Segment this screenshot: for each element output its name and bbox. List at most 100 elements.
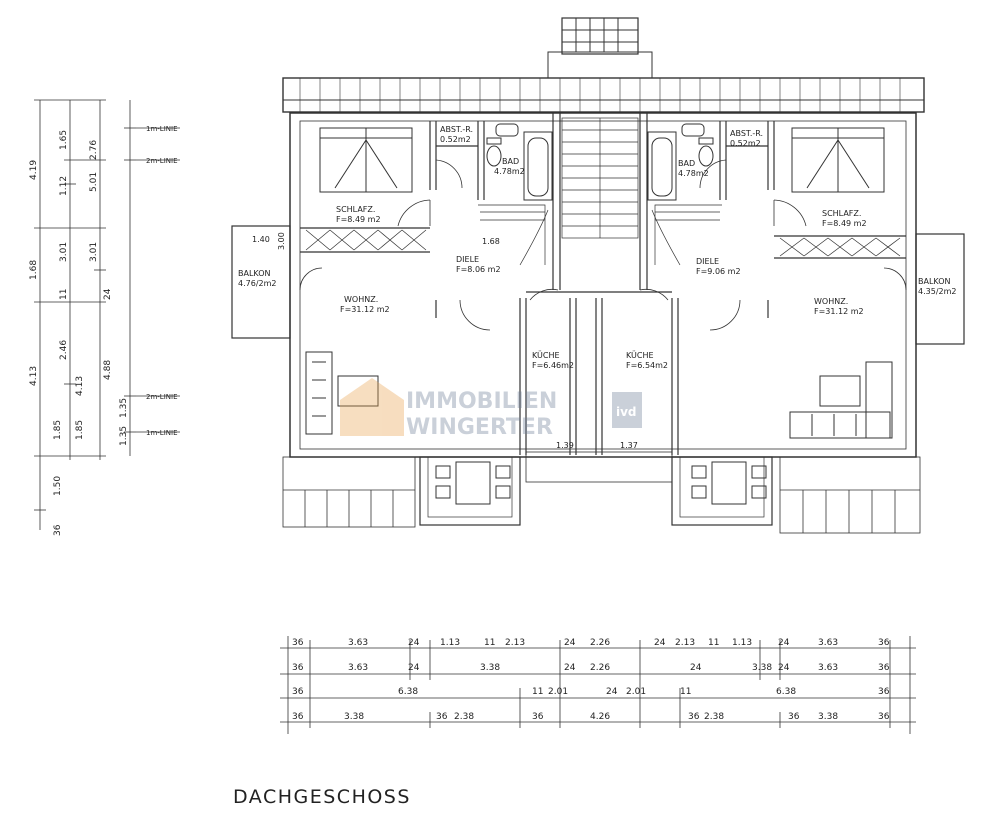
dim-bottom-row1-4: 11 <box>484 638 495 648</box>
bed-left <box>319 127 413 193</box>
left-dimension-labels: 4.19 1.68 4.13 1.85 1.50 36 1.65 1.12 3.… <box>29 125 178 536</box>
eave-lower-middle <box>525 451 673 483</box>
room-kueche-right-name: KÜCHE <box>626 350 654 360</box>
dim-bottom-row2-3: 3.38 <box>480 663 500 673</box>
dim-bottom-row4-7: 2.38 <box>704 712 724 722</box>
dim-left-col3-4: 4.88 <box>103 360 113 380</box>
dim-bottom-row2-7: 3.38 <box>752 663 772 673</box>
room-schlafz-left-name: SCHLAFZ. <box>336 205 375 214</box>
dormer-left <box>419 456 521 526</box>
label-3-00: 3.00 <box>277 232 286 250</box>
line-label-0: 1m-LINIE <box>146 125 178 133</box>
bathtub-right <box>647 131 677 201</box>
room-diele-right-name: DIELE <box>696 257 719 266</box>
room-wohnz-right-area: F=31.12 m2 <box>814 307 864 316</box>
room-bad-right-area: 4.78m2 <box>678 169 709 178</box>
dim-bottom-row2-9: 3.63 <box>818 663 838 673</box>
room-balkon-right-area: 4.35/2m2 <box>918 287 956 296</box>
dim-bottom-row1-5: 2.13 <box>505 638 525 648</box>
dim-bottom-row2-10: 36 <box>878 663 890 673</box>
dim-left-col1-2: 4.13 <box>29 366 39 386</box>
dim-left-col2-1: 1.12 <box>59 176 69 196</box>
dining-table-left <box>435 461 511 505</box>
dim-bottom-row1-7: 2.26 <box>590 638 610 648</box>
dim-left-col3-3: 24 <box>103 288 113 300</box>
bathtub-left <box>523 131 553 201</box>
door-swings <box>299 159 907 331</box>
dim-left-col3-6: 1.35 <box>119 426 129 446</box>
dim-bottom-row4-8: 36 <box>788 712 800 722</box>
label-1-68: 1.68 <box>482 237 500 246</box>
dim-bottom-row2-8: 24 <box>778 663 790 673</box>
dim-bottom-row4-1: 3.38 <box>344 712 364 722</box>
dim-left-col2-2: 3.01 <box>59 242 69 262</box>
eave-lower-left <box>282 456 416 528</box>
room-balkon-right-name: BALKON <box>918 277 951 286</box>
dim-bottom-row4-5: 4.26 <box>590 712 610 722</box>
room-kueche-right-area: F=6.54m2 <box>626 361 668 370</box>
eave-lower-right <box>779 456 921 534</box>
room-wohnz-right-name: WOHNZ. <box>814 297 848 306</box>
room-schlafz-right-name: SCHLAFZ. <box>822 209 861 218</box>
wardrobe-right <box>779 237 901 257</box>
dim-bottom-row3-4: 24 <box>606 687 618 697</box>
sofa-left <box>305 351 379 435</box>
room-kueche-left-name: KÜCHE <box>532 350 560 360</box>
dim-bottom-row3-0: 36 <box>292 687 304 697</box>
sofa-right <box>789 361 893 439</box>
dim-bottom-row4-2: 36 <box>436 712 448 722</box>
line-label-2: 2m-LINIE <box>146 393 178 401</box>
bed-right <box>791 127 885 193</box>
dim-bottom-row3-8: 36 <box>878 687 890 697</box>
dormer-right <box>671 456 773 526</box>
dim-bottom-row4-9: 3.38 <box>818 712 838 722</box>
dim-bottom-row1-2: 24 <box>408 638 420 648</box>
room-bad-right-name: BAD <box>678 159 695 168</box>
toilet-left <box>486 137 502 167</box>
room-abst-left-area: 0.52m2 <box>440 135 471 144</box>
dim-bottom-row1-14: 36 <box>878 638 890 648</box>
floor-title: DACHGESCHOSS <box>233 786 411 808</box>
dim-left-col1-1: 1.68 <box>29 260 39 280</box>
dim-bottom-row1-0: 36 <box>292 638 304 648</box>
dim-left-col2-5: 4.13 <box>75 376 85 396</box>
watermark-logo: IMMOBILIEN WINGERTER ivd <box>340 378 642 440</box>
dim-bottom-row1-12: 24 <box>778 638 790 648</box>
dim-bottom-row3-7: 6.38 <box>776 687 796 697</box>
room-diele-left-area: F=8.06 m2 <box>456 265 501 274</box>
interior-walls <box>300 113 906 455</box>
dim-bottom-row1-10: 11 <box>708 638 719 648</box>
dim-bottom-row4-6: 36 <box>688 712 700 722</box>
room-schlafz-right-area: F=8.49 m2 <box>822 219 867 228</box>
room-abst-right-name: ABST.-R. <box>730 129 763 138</box>
dim-bottom-row4-10: 36 <box>878 712 890 722</box>
staircase <box>478 117 722 266</box>
dim-left-col1-5: 36 <box>53 524 63 536</box>
dim-bottom-row3-5: 2.01 <box>626 687 646 697</box>
sink-left <box>495 123 519 137</box>
dim-bottom-row2-4: 24 <box>564 663 576 673</box>
balkon-right-outline <box>915 233 965 345</box>
label-1-37: 1.37 <box>620 441 638 450</box>
toilet-right <box>698 137 714 167</box>
left-dimension-chain <box>34 99 180 530</box>
dim-left-col2-3: 11 <box>59 289 69 300</box>
dim-bottom-row3-1: 6.38 <box>398 687 418 697</box>
dim-bottom-row1-3: 1.13 <box>440 638 460 648</box>
watermark-line1: IMMOBILIEN <box>406 389 557 414</box>
dim-bottom-row4-0: 36 <box>292 712 304 722</box>
dim-left-col3-0: 2.76 <box>89 140 99 160</box>
dim-left-col1-0: 4.19 <box>29 160 39 180</box>
dim-bottom-row2-6: 24 <box>690 663 702 673</box>
sink-right <box>681 123 705 137</box>
label-1-39: 1.39 <box>556 441 574 450</box>
dim-bottom-row1-11: 1.13 <box>732 638 752 648</box>
dim-bottom-row1-13: 3.63 <box>818 638 838 648</box>
balkon-left-outline <box>231 225 291 339</box>
dim-left-col2-6: 1.85 <box>75 420 85 440</box>
dim-bottom-row4-3: 2.38 <box>454 712 474 722</box>
dim-bottom-row2-0: 36 <box>292 663 304 673</box>
room-diele-right-area: F=9.06 m2 <box>696 267 741 276</box>
watermark-badge: ivd <box>616 405 637 419</box>
